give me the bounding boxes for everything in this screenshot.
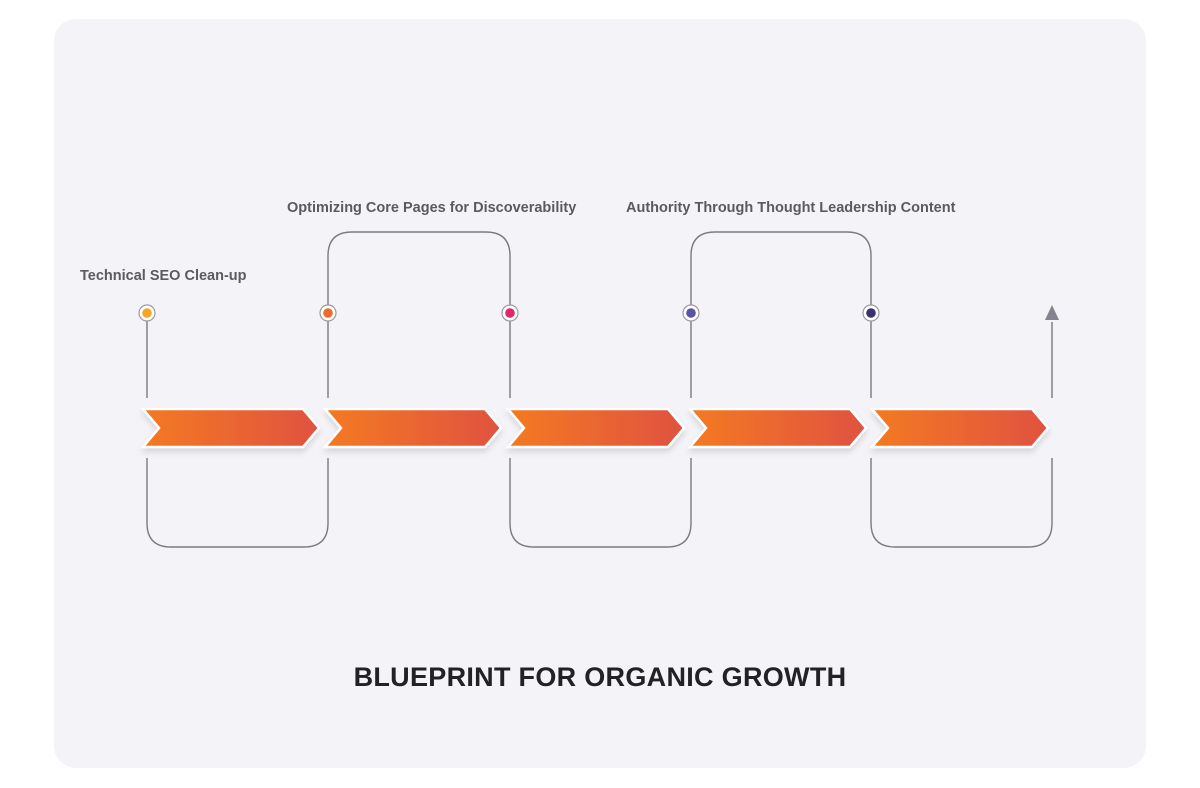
chevron-arrow (322, 407, 503, 449)
connector-line (870, 458, 1053, 548)
step-label-technical-seo: Technical SEO Clean-up (80, 268, 247, 284)
chevron-arrow (505, 407, 686, 449)
marker-dot (686, 308, 696, 318)
chevron-arrow (869, 407, 1050, 449)
marker-dot (323, 308, 333, 318)
end-arrow-icon (1045, 305, 1059, 320)
chevron-arrows (140, 407, 1050, 449)
chevron-arrow (687, 407, 868, 449)
step-label-core-pages: Optimizing Core Pages for Discoverabilit… (287, 200, 577, 216)
step-label-authority-content: Authority Through Thought Leadership Con… (626, 200, 956, 216)
step-markers (138, 304, 1059, 322)
page-title: BLUEPRINT FOR ORGANIC GROWTH (353, 662, 847, 692)
connector-line (509, 458, 692, 548)
connector-line (146, 458, 329, 548)
connector-line (690, 231, 872, 305)
diagram-card (54, 19, 1146, 768)
connector-paths (146, 231, 1053, 548)
marker-dot (142, 308, 152, 318)
marker-dot (505, 308, 515, 318)
marker-dot (866, 308, 876, 318)
chevron-arrow (140, 407, 321, 449)
connector-line (327, 231, 511, 305)
